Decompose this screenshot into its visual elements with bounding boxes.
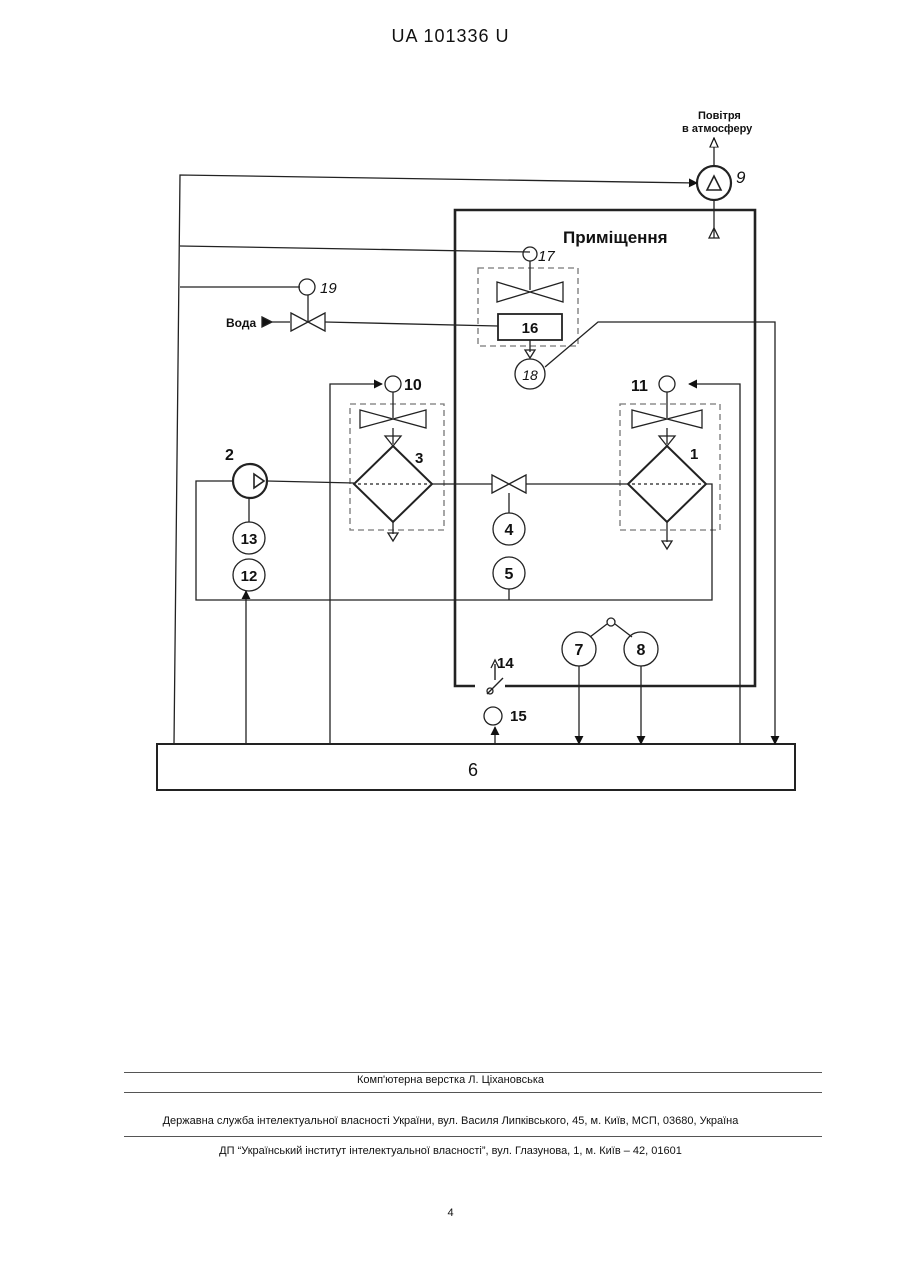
- room-label: Приміщення: [563, 228, 668, 247]
- layout-credit: Комп'ютерна верстка Л. Ціхановська: [0, 1074, 901, 1086]
- sensor-15: [484, 707, 502, 725]
- label-18: 18: [522, 367, 538, 383]
- label-9: 9: [736, 168, 746, 187]
- pump-2: [233, 464, 267, 498]
- label-12: 12: [241, 568, 258, 585]
- sensor-11: [659, 376, 675, 392]
- sensor-10: [385, 376, 401, 392]
- label-3: 3: [415, 450, 423, 467]
- label-4: 4: [505, 522, 514, 539]
- sensor-17: [523, 247, 537, 261]
- agency-address: Державна служба інтелектуальної власност…: [0, 1115, 901, 1127]
- footer-rule-bottom: [124, 1136, 822, 1137]
- label-14: 14: [497, 655, 514, 672]
- page-number: 4: [0, 1207, 901, 1219]
- junction-node: [607, 618, 615, 626]
- institute-address: ДП “Український інститут інтелектуальної…: [0, 1145, 901, 1157]
- air-out-label-1: Повітря: [698, 110, 741, 122]
- label-6: 6: [468, 760, 478, 780]
- label-17: 17: [538, 248, 555, 265]
- heat-exchanger-unit-3: [350, 404, 444, 530]
- loop-valve: [492, 475, 526, 493]
- label-8: 8: [637, 642, 646, 659]
- heat-exchanger-unit-1: [620, 404, 720, 530]
- label-5: 5: [505, 566, 514, 583]
- label-1: 1: [690, 446, 698, 463]
- label-7: 7: [575, 642, 584, 659]
- air-out-label-2: в атмосферу: [682, 123, 753, 135]
- sensor-19: [299, 279, 315, 295]
- control-line-fan-9: [174, 175, 697, 744]
- label-2: 2: [225, 447, 234, 464]
- exhaust-fan-9: [697, 166, 731, 200]
- label-13: 13: [241, 531, 258, 548]
- control-line-17: [180, 246, 530, 252]
- label-10: 10: [404, 377, 422, 394]
- label-16: 16: [522, 320, 539, 337]
- room-boundary: [455, 210, 755, 686]
- footer-rule-top: [124, 1072, 822, 1073]
- water-label: Вода: [226, 316, 256, 330]
- footer-rule-middle: [124, 1092, 822, 1093]
- label-11: 11: [631, 378, 648, 395]
- label-19: 19: [320, 280, 337, 297]
- label-15: 15: [510, 708, 527, 725]
